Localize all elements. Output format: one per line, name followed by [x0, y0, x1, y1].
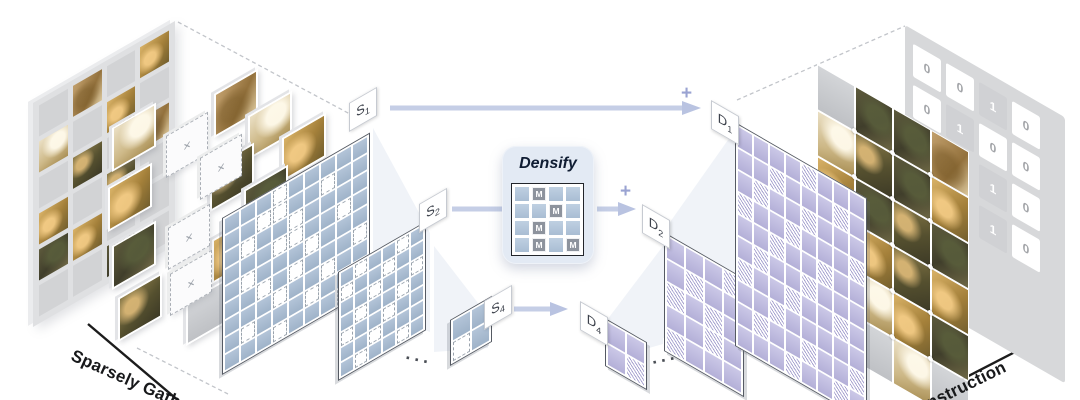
mask-value-cell: 0 — [1012, 141, 1040, 191]
mask-value-cell: 0 — [946, 62, 974, 112]
mask-token-cell: M — [549, 204, 563, 218]
feature-cell — [549, 238, 563, 252]
feature-map-d4 — [605, 318, 647, 391]
mask-value-cell: 1 — [979, 81, 1007, 131]
image-patch — [118, 272, 162, 342]
feature-cell — [566, 221, 580, 235]
tag-d2-label: D2 — [648, 213, 664, 240]
tag-d4: D4 — [580, 301, 608, 347]
feature-cell — [515, 238, 529, 252]
mask-value-cell: 1 — [979, 204, 1007, 254]
flow-arrowhead-s4-d4 — [550, 302, 568, 316]
plus-sign-d2: + — [620, 181, 632, 202]
tag-s4: S4 — [484, 284, 512, 330]
mask-value-cell: 0 — [913, 43, 941, 93]
ellipsis-dense-scales: ··· — [650, 347, 681, 373]
tag-s2: S2 — [419, 187, 447, 233]
tag-s4-label: S4 — [491, 297, 505, 318]
mask-value-cell: 0 — [1012, 223, 1040, 273]
tag-d1: D1 — [711, 100, 739, 146]
ellipsis-sparse-scales: ··· — [403, 347, 434, 373]
mask-value-cell: 1 — [979, 163, 1007, 213]
tag-d2: D2 — [642, 204, 670, 250]
feature-map-d2 — [664, 232, 744, 398]
feature-cell — [566, 187, 580, 201]
mask-token-cell: M — [566, 238, 580, 252]
densify-title: Densify — [519, 155, 577, 172]
mask-token-cell: M — [532, 221, 546, 235]
tag-s1-label: S1 — [356, 99, 370, 120]
mask-value-cell: 0 — [1012, 182, 1040, 232]
feature-cell — [566, 204, 580, 218]
tag-s2-label: S2 — [426, 200, 440, 221]
feature-cell — [515, 204, 529, 218]
mask-token-cell: M — [532, 187, 546, 201]
feature-cell — [515, 221, 529, 235]
axis-label-sparsely-gathering: Sparsely Gathering — [68, 346, 224, 400]
projection-dashed-line-left-top — [177, 21, 351, 115]
feature-cell — [549, 187, 563, 201]
mask-value-cell: 0 — [1012, 100, 1040, 150]
tag-s1: S1 — [349, 86, 377, 132]
flow-arrowhead-densify-d2 — [618, 202, 636, 216]
tag-d4-label: D4 — [586, 310, 602, 337]
mask-token-cell: M — [532, 238, 546, 252]
feature-cell — [532, 204, 546, 218]
plus-sign-d1: + — [681, 83, 693, 104]
tag-d1-label: D1 — [717, 109, 733, 136]
feature-cell — [515, 187, 529, 201]
mask-value-cell: 0 — [979, 122, 1007, 172]
feature-cell — [549, 221, 563, 235]
